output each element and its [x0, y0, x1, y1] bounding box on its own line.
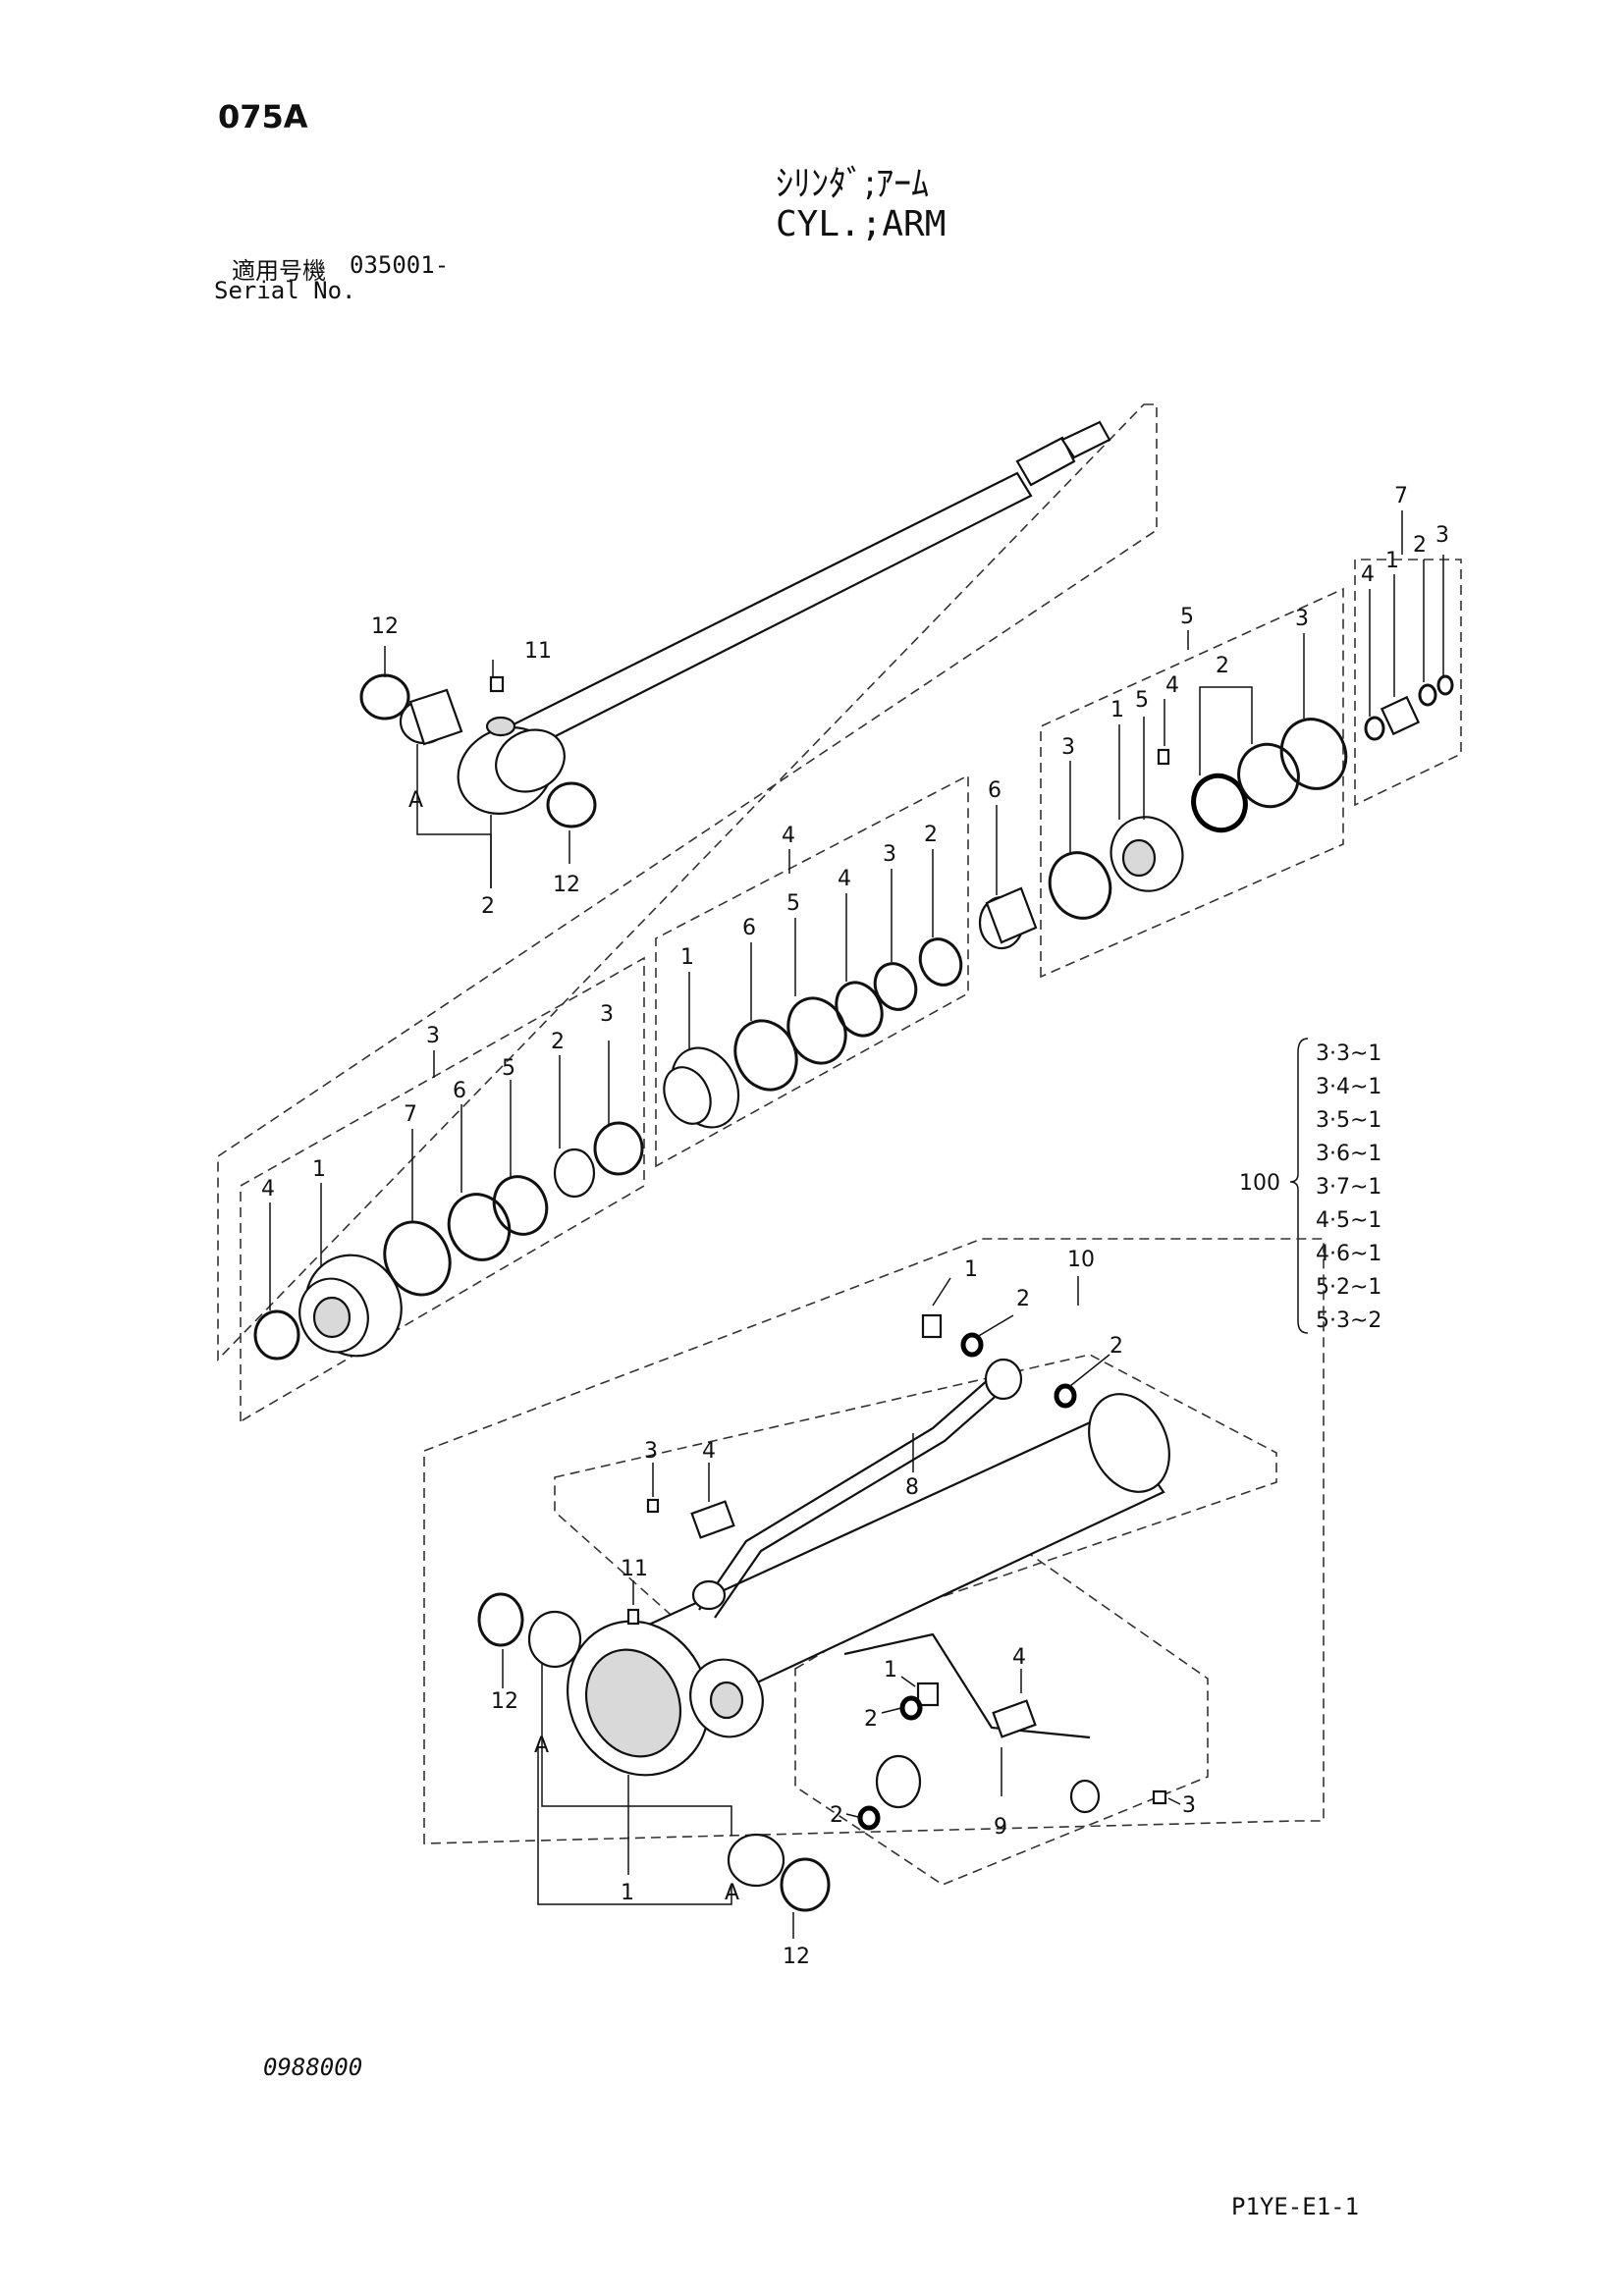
callout-g7-2: 2 [1413, 533, 1427, 558]
callout-g3-2: 2 [551, 1030, 565, 1054]
callout-tube-9: 9 [994, 1815, 1007, 1840]
kit-number: 100 [1239, 1171, 1280, 1196]
piston-rod-assembly: 12 11 A 2 12 [217, 403, 1158, 1362]
callout-tube-10: 10 [1067, 1248, 1095, 1272]
callout-tube-2a: 2 [1016, 1287, 1030, 1311]
serial-number-value: 035001- [350, 251, 450, 279]
callout-g5-5: 5 [1180, 605, 1194, 629]
callout-tube-11: 11 [621, 1557, 648, 1581]
kit-entry: 3·7~1 [1316, 1175, 1381, 1200]
callout-tube-12a: 12 [491, 1689, 518, 1714]
callout-tube-8: 8 [905, 1475, 919, 1500]
kit-entry: 4·5~1 [1316, 1208, 1381, 1233]
callout-tube-3b: 3 [1182, 1793, 1196, 1818]
callout-tube-1: 1 [964, 1257, 978, 1282]
kit-entry: 3·6~1 [1316, 1142, 1381, 1166]
callout-part-6: 6 [988, 778, 1001, 803]
serial-label-japanese: 適用号機 [232, 257, 326, 285]
callout-g7-7: 7 [1394, 484, 1408, 508]
callout-tube-a2: A [725, 1881, 739, 1905]
callout-g5-5b: 5 [1135, 688, 1149, 713]
cylinder-tube-assembly: 10 1 2 2 8 3 4 11 12 A 1 A 12 1 2 4 2 9 … [423, 1238, 1325, 1969]
callout-g4-1: 1 [680, 945, 694, 970]
callout-g3-4: 4 [261, 1177, 275, 1201]
callout-g4-6: 6 [742, 916, 756, 940]
kit-entry: 3·3~1 [1316, 1041, 1381, 1066]
page-code: 075A [218, 98, 308, 135]
callout-g5-4: 4 [1165, 673, 1179, 698]
group-3-cover: 3 4 1 7 6 5 2 3 [240, 956, 645, 1423]
callout-g3-7: 7 [404, 1102, 417, 1127]
callout-g4-3: 3 [883, 842, 896, 867]
kit-entry: 5·2~1 [1316, 1275, 1381, 1300]
kit-entry: 5·3~2 [1316, 1308, 1381, 1333]
callout-g5-3b: 3 [1295, 607, 1309, 631]
callout-rod-12a: 12 [371, 614, 399, 639]
callout-rod-a: A [408, 788, 423, 813]
callout-g5-1: 1 [1110, 698, 1124, 722]
callout-tube-4: 4 [702, 1439, 716, 1464]
callout-g4-5: 5 [786, 891, 800, 916]
callout-g3-3: 3 [426, 1024, 440, 1048]
callout-rod-11: 11 [524, 639, 552, 664]
group-4-piston: 4 1 6 5 4 3 2 [655, 774, 969, 1168]
callout-g3-5: 5 [502, 1056, 515, 1081]
callout-g4-4: 4 [782, 824, 795, 848]
title-english: CYL.;ARM [776, 204, 947, 244]
kit-entry: 3·4~1 [1316, 1075, 1381, 1099]
group-7-nut: 7 4 1 2 3 [1354, 484, 1462, 807]
drawing-id: 0988000 [263, 2054, 363, 2081]
callout-tube-12b: 12 [783, 1945, 810, 1969]
page-reference: P1YE-E1-1 [1231, 2193, 1360, 2220]
callout-g7-3: 3 [1435, 523, 1449, 548]
serial-label-english: Serial No. [214, 277, 356, 304]
callout-g3-6: 6 [453, 1079, 466, 1103]
callout-tube-2d: 2 [830, 1803, 843, 1828]
callout-g4-2: 2 [924, 823, 938, 847]
callout-tube-1b: 1 [621, 1881, 634, 1905]
group-5-cushion: 5 3 1 5 4 2 3 [1040, 587, 1348, 979]
callout-g3-3b: 3 [600, 1002, 614, 1027]
callout-g7-4: 4 [1361, 562, 1375, 587]
callout-tube-1c: 1 [884, 1658, 897, 1682]
callout-tube-2b: 2 [1110, 1334, 1123, 1359]
callout-tube-2c: 2 [864, 1707, 878, 1732]
callout-rod-12b: 12 [553, 873, 580, 897]
kit-entry: 4·6~1 [1316, 1242, 1381, 1266]
callout-tube-3: 3 [644, 1439, 658, 1464]
callout-tube-4b: 4 [1012, 1645, 1026, 1670]
callout-g3-1: 1 [312, 1157, 326, 1182]
callout-tube-a1: A [534, 1734, 549, 1758]
seal-kit-table: 100 3·3~1 3·4~1 3·5~1 3·6~1 3·7~1 4·5~1 4·6~1 5… [1239, 1038, 1381, 1334]
callout-g7-1: 1 [1385, 549, 1399, 573]
kit-entry: 3·5~1 [1316, 1108, 1381, 1133]
title-japanese: ｼﾘﾝﾀﾞ;ｱｰﾑ [776, 164, 930, 204]
part-6-collar: 6 [978, 778, 1038, 950]
callout-rod-2: 2 [481, 894, 495, 919]
callout-g4-4b: 4 [838, 867, 851, 891]
callout-g5-3: 3 [1061, 735, 1075, 760]
callout-g5-2: 2 [1216, 654, 1229, 678]
